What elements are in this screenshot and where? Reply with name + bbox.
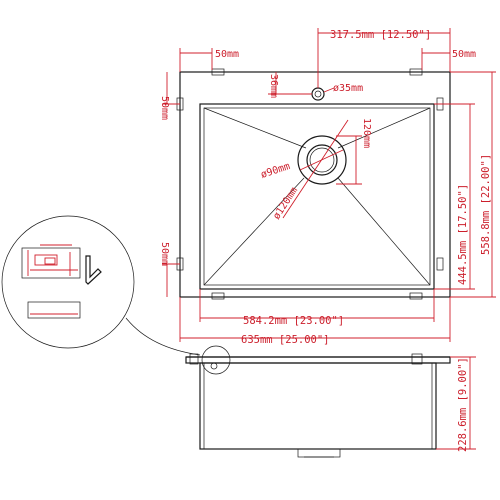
sink-outer-rim	[179, 71, 451, 298]
bowl-outline	[199, 103, 435, 290]
side-rim	[185, 356, 451, 364]
corner-tab-bottom-left	[211, 292, 225, 300]
faucet-hole	[311, 87, 325, 101]
slope-line-bottom-right	[337, 177, 431, 286]
clip-slot	[34, 254, 58, 266]
drain-hole-inner	[309, 147, 335, 173]
dim-bowl-depth-label: 444.5mm [17.50"]	[457, 184, 469, 285]
bracket-profile	[85, 255, 102, 285]
dim-faucet-offset-label: 36mm	[268, 74, 279, 98]
dim-drain-flange-label: ø120mm	[271, 185, 300, 221]
side-drain	[297, 448, 341, 458]
side-clip-left	[189, 353, 199, 365]
drain-hole	[306, 144, 338, 176]
dim-corner-tr-label: 50mm	[452, 49, 476, 60]
side-clip-right	[411, 353, 423, 365]
dim-overall-width-label: 635mm [25.00"]	[241, 334, 330, 346]
slope-line-bottom-left	[203, 177, 305, 286]
faucet-hole-inner	[314, 90, 322, 98]
corner-tab-top-left	[211, 68, 225, 76]
side-body	[199, 362, 437, 450]
side-tab-right-bottom	[436, 257, 444, 271]
dim-faucet-dia-label: ø35mm	[333, 83, 363, 94]
detail-circle	[1, 215, 135, 349]
top-view	[176, 68, 451, 300]
detail-callout	[1, 215, 201, 356]
bowl-inner-lip	[203, 107, 431, 286]
dim-faucet-dia-leader	[323, 87, 335, 93]
drain-flange	[297, 135, 347, 185]
clip-slot-inner	[44, 257, 56, 265]
flat-bar	[27, 301, 81, 319]
slope-line-top-right	[337, 107, 431, 149]
dim-left-bottom-label: 50mm	[159, 242, 170, 266]
dim-left-top-label: 50mm	[159, 96, 170, 120]
dim-drain-flange-line	[282, 119, 349, 219]
dim-drain-box-label: 120mm	[361, 118, 372, 148]
corner-tab-top-right	[409, 68, 423, 76]
slope-line-top-left	[203, 107, 307, 149]
dim-corner-tl-label: 50mm	[215, 49, 239, 60]
side-view	[185, 345, 451, 458]
side-detail-circle	[201, 345, 231, 375]
top-dimensions: 317.5mm [12.50"] 50mm 50mm 36mm ø35mm 50…	[159, 28, 496, 346]
corner-tab-bottom-right	[409, 292, 423, 300]
side-detail-dot	[210, 362, 218, 370]
side-dimensions: 228.6mm [9.00"]	[436, 356, 476, 452]
dim-drain-dia-label: ø90mm	[260, 161, 292, 181]
clip-body	[21, 247, 81, 279]
dim-overall-depth-label: 558.8mm [22.00"]	[480, 154, 492, 255]
dim-drain-offset-label: 317.5mm [12.50"]	[330, 29, 431, 41]
dim-height-label: 228.6mm [9.00"]	[457, 357, 469, 452]
detail-leader	[125, 317, 201, 356]
dim-bowl-width-label: 584.2mm [23.00"]	[243, 315, 344, 327]
